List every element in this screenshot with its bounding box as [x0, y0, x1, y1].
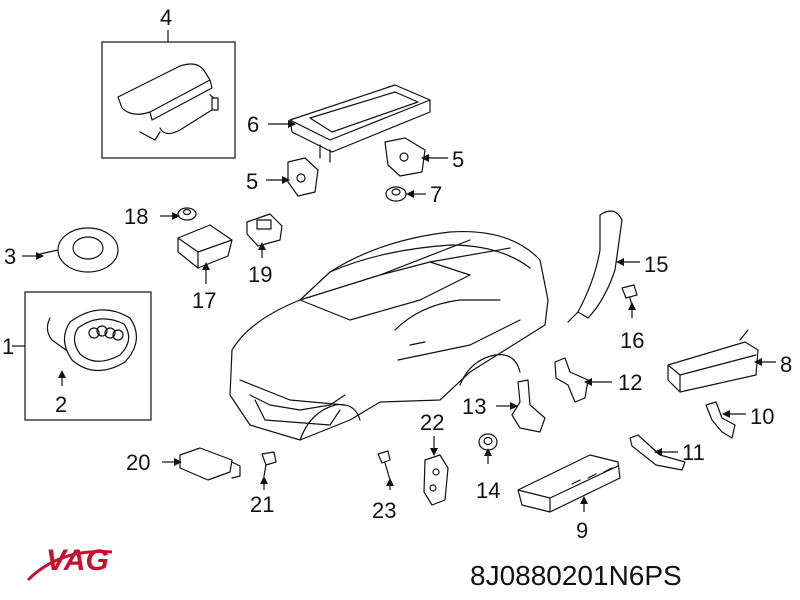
- part-5-bracket-right: [384, 137, 426, 177]
- part-23-bolt: [377, 450, 391, 481]
- part-22-sensor-module: [423, 454, 449, 506]
- label-6: 6: [247, 112, 259, 137]
- label-4: 4: [160, 5, 172, 30]
- car-body: [229, 230, 549, 441]
- part-10-bracket: [705, 401, 736, 439]
- label-20: 20: [126, 450, 150, 475]
- part-14-nut: [478, 433, 498, 451]
- label-12: 12: [618, 370, 642, 395]
- part-3-clock-spring: [39, 227, 119, 273]
- part-11-bracket: [629, 434, 686, 471]
- part-19-sensor: [246, 213, 283, 247]
- part-7-nut: [385, 186, 407, 202]
- label-9: 9: [576, 518, 588, 543]
- label-3: 3: [4, 244, 16, 269]
- part-16-bolt: [621, 284, 638, 307]
- part-1-steering-airbag: [46, 309, 137, 372]
- part-5-bracket-left: [287, 157, 319, 197]
- label-5-right: 5: [452, 147, 464, 172]
- part-17-control-unit: [177, 224, 233, 269]
- label-21: 21: [250, 492, 274, 517]
- part-21-bolt: [261, 451, 277, 477]
- arrow-6: [288, 120, 296, 128]
- label-16: 16: [620, 328, 644, 353]
- label-10: 10: [750, 404, 774, 429]
- part-12-bracket: [554, 357, 589, 403]
- part-9-knee-airbag: [517, 454, 621, 513]
- part-number: 8J0880201N6PS: [470, 560, 682, 591]
- part-15-side-airbag: [567, 210, 623, 323]
- label-17: 17: [192, 288, 216, 313]
- label-5-left: 5: [246, 169, 258, 194]
- part-20-crash-sensor: [179, 447, 241, 481]
- label-22: 22: [420, 410, 444, 435]
- label-19: 19: [248, 262, 272, 287]
- brand-swoosh: [26, 550, 113, 582]
- label-7: 7: [430, 182, 442, 207]
- part-1-box: [24, 291, 152, 421]
- label-14: 14: [476, 478, 500, 503]
- part-6-bracket-frame: [289, 84, 431, 163]
- part-4-airbag-module: [117, 63, 219, 141]
- label-15: 15: [644, 252, 668, 277]
- label-8: 8: [780, 352, 792, 377]
- label-23: 23: [372, 498, 396, 523]
- part-18-nut: [177, 207, 197, 221]
- label-1: 1: [2, 334, 14, 359]
- brand-logo: VAG: [46, 544, 109, 577]
- label-13: 13: [462, 394, 486, 419]
- label-18: 18: [124, 204, 148, 229]
- label-2: 2: [55, 392, 67, 417]
- part-8-curtain-airbag: [667, 329, 759, 393]
- label-11: 11: [682, 440, 705, 465]
